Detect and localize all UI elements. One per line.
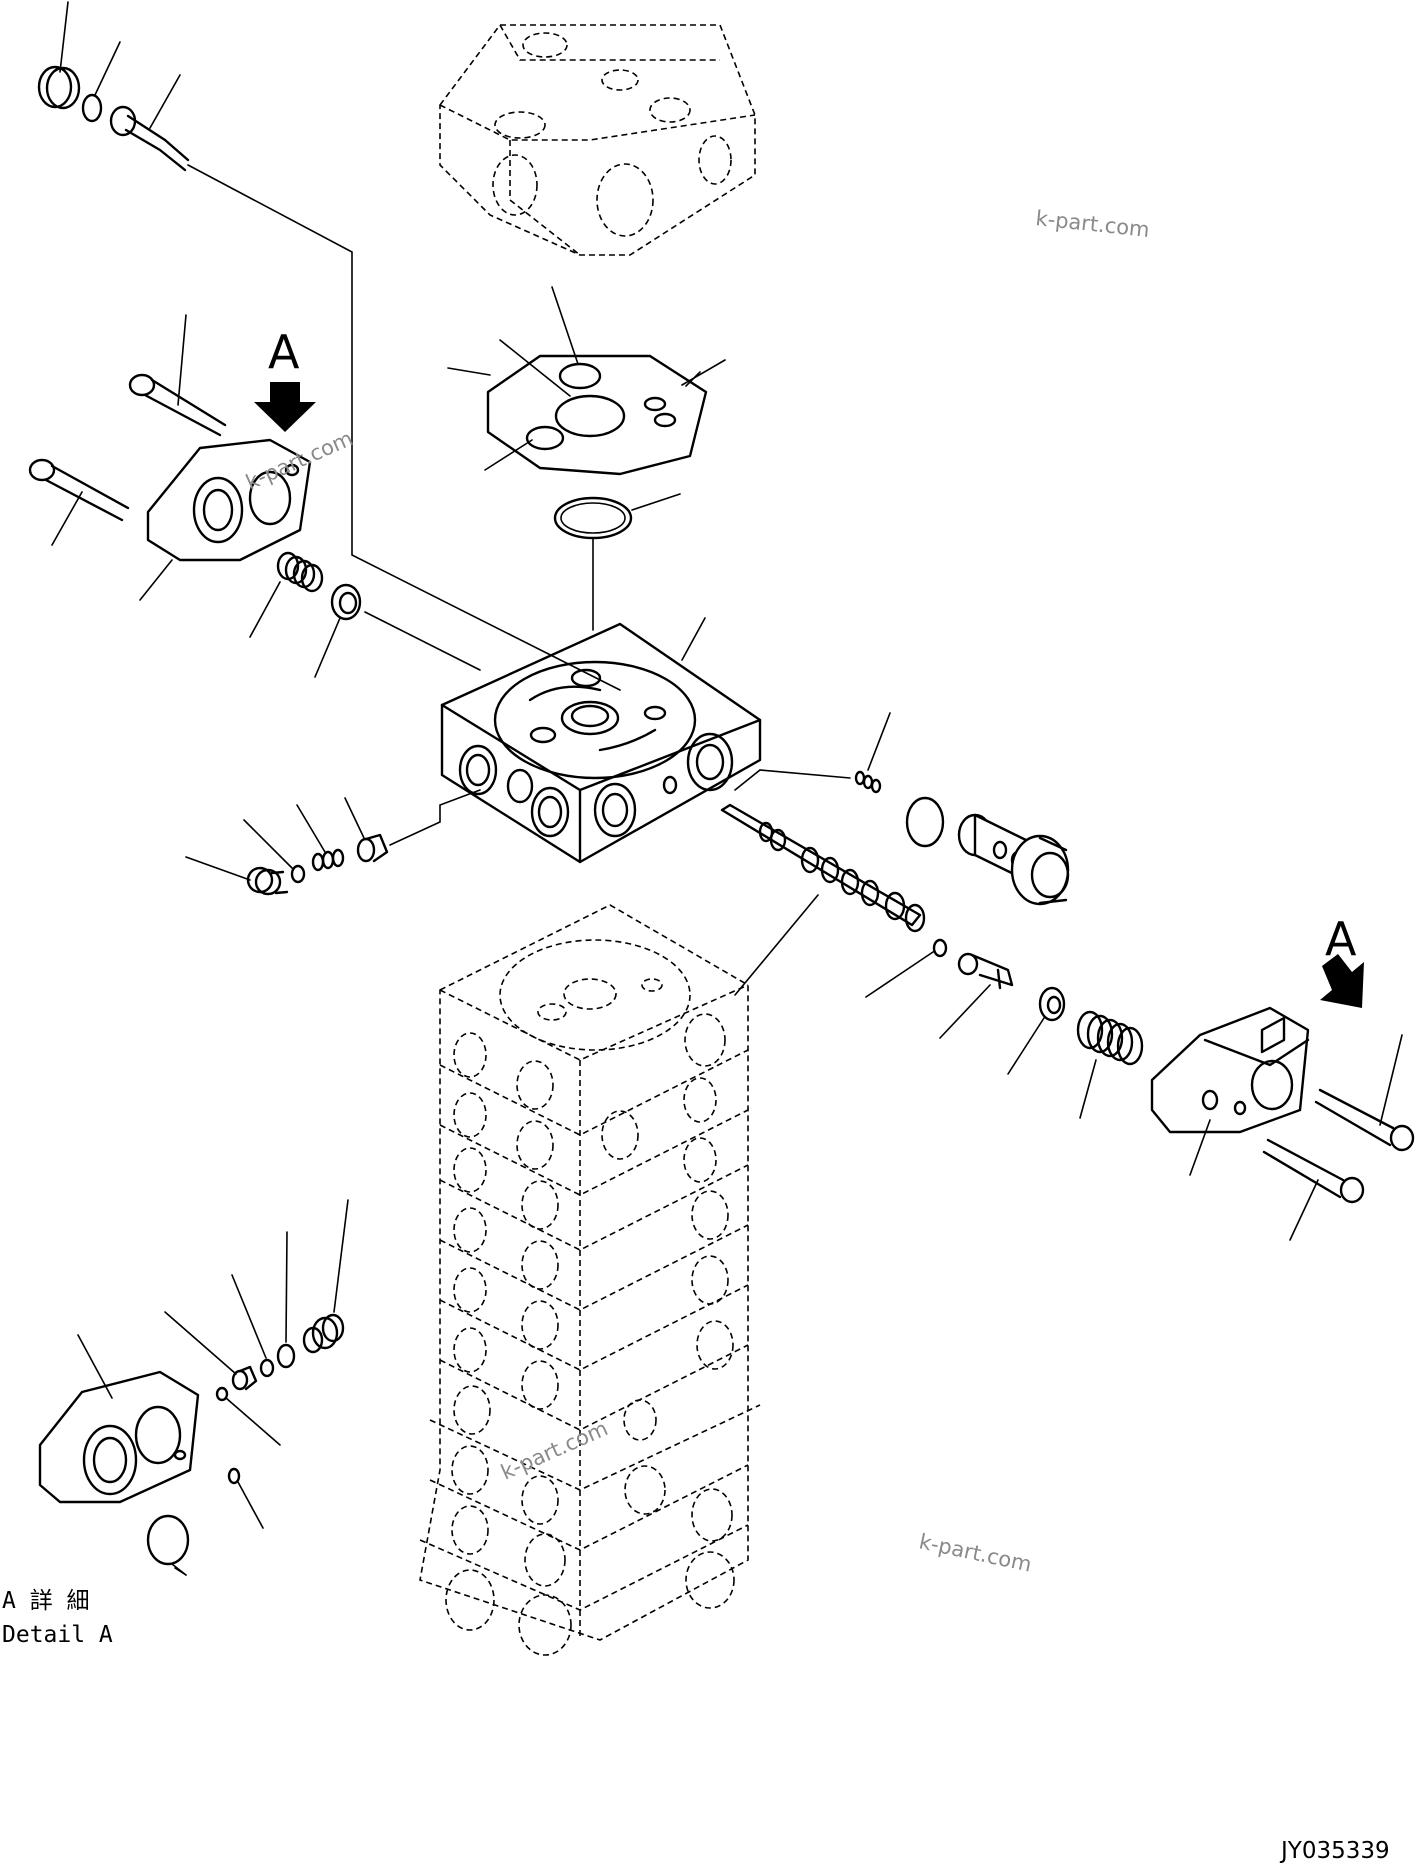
view-arrow-right: A xyxy=(1320,912,1364,1008)
detail-a-small-oring xyxy=(227,1467,264,1529)
detail-a-ball xyxy=(215,1386,281,1446)
detail-a-drawing xyxy=(38,1199,349,1576)
right-oring-large xyxy=(905,796,945,848)
detail-a-oring-2 xyxy=(276,1231,296,1369)
right-spring xyxy=(1076,1010,1144,1119)
stack-section-lines xyxy=(419,1049,761,1611)
detail-caption: A 詳 細 Detail A xyxy=(2,1588,113,1648)
center-valve-block xyxy=(440,617,762,864)
lower-left-oring xyxy=(290,864,306,884)
lower-left-spring xyxy=(296,804,345,872)
left-bolt-lower xyxy=(28,458,130,546)
view-direction-arrow-icon xyxy=(1320,954,1364,1008)
gasket-plate xyxy=(447,286,726,476)
spool xyxy=(720,803,926,996)
lower-left-plug xyxy=(185,856,289,896)
stack-ports xyxy=(445,1013,735,1656)
left-cover xyxy=(139,438,312,601)
right-seal xyxy=(1007,986,1066,1075)
right-bolt-lower xyxy=(1262,1138,1365,1241)
view-direction-arrow-icon xyxy=(254,382,316,432)
view-label-right: A xyxy=(1325,912,1357,966)
watermark-top-right: k-part.com xyxy=(1034,206,1150,242)
left-bolt-upper xyxy=(128,314,227,437)
detail-label-japanese: A 詳 細 xyxy=(2,1588,90,1614)
right-oring-small xyxy=(865,938,948,998)
lower-left-parts xyxy=(185,789,481,896)
right-cover-assembly xyxy=(1150,1006,1310,1176)
detail-label-english: Detail A xyxy=(2,1622,113,1648)
watermark-lower-right: k-part.com xyxy=(917,1529,1034,1576)
detail-a-cover xyxy=(38,1334,200,1504)
upper-valve-block xyxy=(439,24,756,256)
detail-a-piston xyxy=(164,1311,258,1391)
right-bolt-upper xyxy=(1314,1034,1415,1152)
drawing-number: JY035339 xyxy=(1279,1838,1390,1864)
view-label-left: A xyxy=(268,325,300,379)
view-arrow-left: A xyxy=(254,325,316,432)
top-left-plug-set xyxy=(37,1,621,691)
right-small-spring xyxy=(734,712,891,794)
detail-a-oring-1 xyxy=(231,1274,275,1378)
watermark-stack: k-part.com xyxy=(497,1416,611,1484)
left-seal xyxy=(314,583,481,678)
check-valve-cartridge xyxy=(957,813,1070,906)
o-ring xyxy=(553,493,681,631)
left-cover-assembly xyxy=(28,314,481,678)
valve-stack xyxy=(419,904,761,1656)
left-spring xyxy=(249,551,324,638)
detail-a-plug xyxy=(302,1199,349,1354)
detail-a-oring-lower xyxy=(146,1514,190,1576)
right-pin xyxy=(939,952,1014,1039)
lower-left-piston xyxy=(344,789,481,863)
